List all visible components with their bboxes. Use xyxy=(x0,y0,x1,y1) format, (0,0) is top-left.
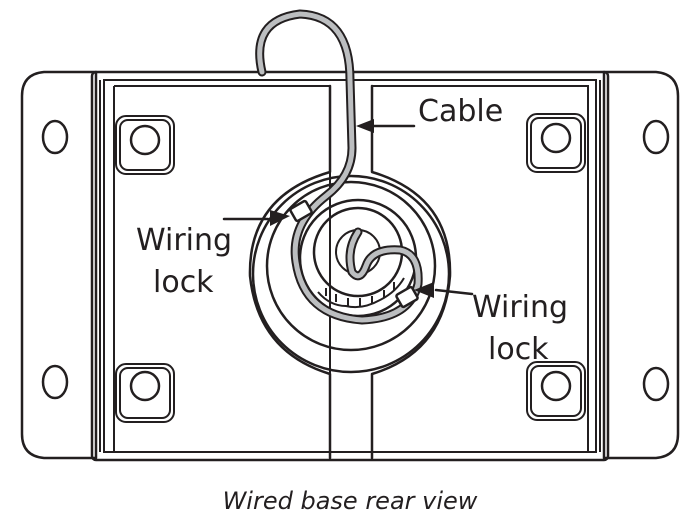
caption: Wired base rear view xyxy=(223,487,478,515)
ear-hole-top-right xyxy=(642,119,670,155)
arrow-wiring-lock-right xyxy=(414,282,434,298)
label-wiring-lock-right-line1: Wiring xyxy=(472,290,568,325)
leader-arrows xyxy=(222,119,474,298)
label-wiring-lock-left-line1: Wiring xyxy=(136,223,232,258)
ear-hole-bottom-left xyxy=(41,364,69,400)
arrow-cable xyxy=(356,119,374,133)
label-wiring-lock-left-line2: lock xyxy=(153,265,214,300)
ear-hole-top-left xyxy=(41,119,69,155)
wiring-lock-left-clip xyxy=(289,199,313,223)
screw-bosses xyxy=(115,113,586,423)
mounting-holes xyxy=(41,119,670,402)
arrow-wiring-lock-left xyxy=(270,210,290,226)
cable xyxy=(255,9,423,325)
wiring-lock-right-clip xyxy=(395,285,419,309)
label-wiring-lock-right-line2: lock xyxy=(488,332,549,367)
label-cable: Cable xyxy=(418,94,503,129)
ear-hole-bottom-right xyxy=(642,366,670,402)
